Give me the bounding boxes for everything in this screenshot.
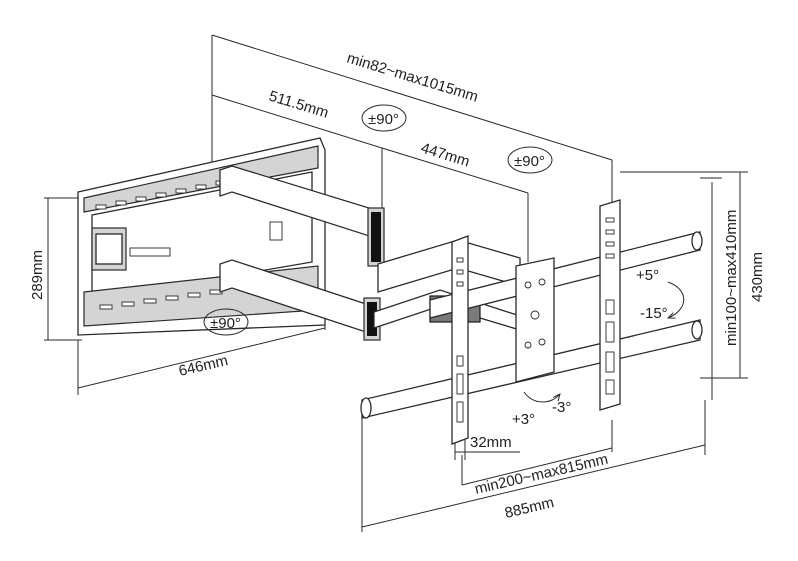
tilt-arrow (668, 281, 685, 318)
vesa-vertical-label: min100~max410mm (723, 210, 740, 346)
vesa-horizontal-label: min200~max815mm (473, 451, 610, 498)
bracket-width-label: 32mm (470, 434, 512, 451)
tv-bracket (360, 199, 703, 445)
rotate-minus-label: -3° (552, 399, 571, 416)
rotate-plus-label: +3° (512, 411, 535, 428)
bracket-slots (456, 217, 615, 423)
swivel-bottom-label: ±90° (210, 315, 241, 332)
arm-two-label: 447mm (419, 140, 472, 171)
wall-plate-slots (95, 180, 283, 310)
swivel-middle-label: ±90° (514, 153, 545, 170)
wall-plate-height-label: 289mm (29, 250, 46, 300)
swivel-bottom-ring (203, 308, 249, 336)
swivel-top-ring (361, 104, 407, 132)
wall-plate-width-label: 646mm (177, 352, 230, 380)
swivel-middle-ring (507, 146, 553, 174)
angle-labels: ±90° ±90° ±90° +5° -15° +3° -3° (210, 111, 668, 428)
swivel-top-label: ±90° (368, 111, 399, 128)
tilt-up-label: +5° (636, 267, 659, 284)
rotation-symbols (203, 104, 685, 403)
bracket-height-label: 430mm (749, 252, 766, 302)
tilt-down-label: -15° (640, 305, 668, 322)
rotate-arrow (523, 391, 560, 403)
overall-width-label: 885mm (503, 494, 556, 522)
arm-one-label: 511.5mm (267, 88, 331, 122)
dimension-lines (44, 34, 748, 532)
